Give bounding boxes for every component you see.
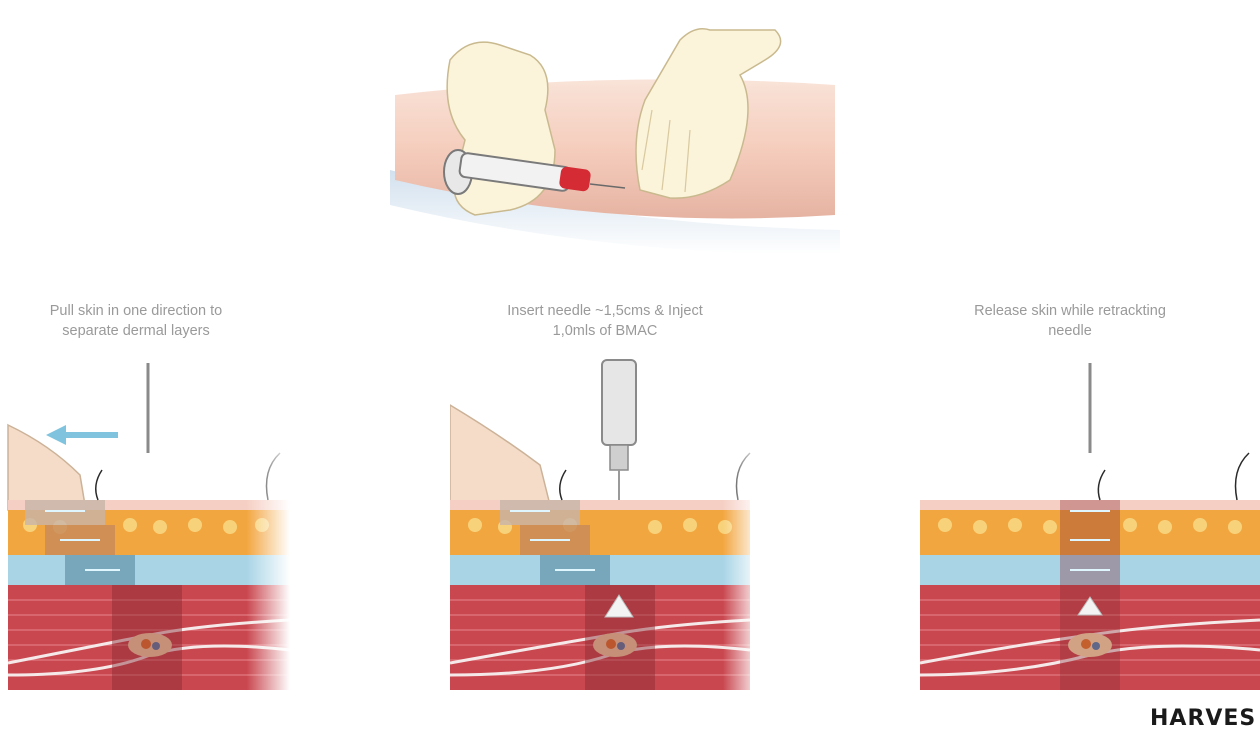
top-injection-illustration — [380, 0, 850, 260]
panel-1-diagram — [0, 345, 290, 695]
panel-3-diagram — [915, 345, 1260, 695]
panel-2-diagram — [450, 345, 760, 695]
brand-logo: HARVES — [1150, 706, 1256, 731]
